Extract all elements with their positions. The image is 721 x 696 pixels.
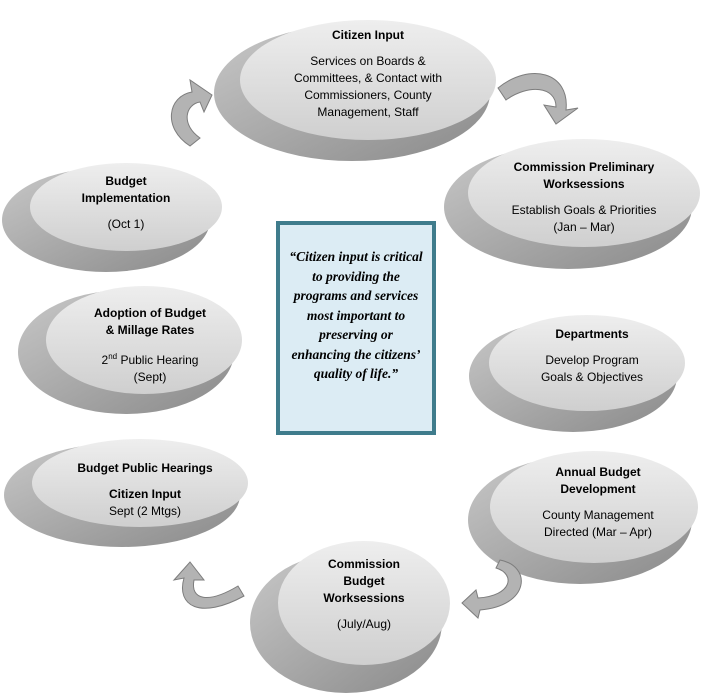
curved-arrow-icon (497, 73, 579, 125)
node-line: Develop Program (545, 353, 639, 367)
node-departments: Departments Develop Program Goals & Obje… (507, 326, 677, 386)
node-line: Goals & Objectives (540, 370, 644, 384)
node-title: Worksessions (323, 591, 405, 605)
node-line: 2nd Public Hearing (60, 348, 240, 369)
node-title: Budget Public Hearings (77, 461, 213, 475)
node-line: (Sept) (133, 370, 167, 384)
ellipse-departments (469, 315, 685, 432)
node-line: County Management (542, 508, 654, 522)
quote-box: “Citizen input is critical to providing … (276, 221, 436, 435)
node-title: Adoption of Budget (94, 306, 206, 320)
quote-line: quality of life.” (313, 366, 399, 381)
node-line: (Oct 1) (107, 217, 145, 231)
node-title: Annual Budget (555, 465, 641, 479)
curved-arrow-icon (171, 78, 213, 147)
node-line: Commissioners, County (304, 88, 432, 102)
node-commission-budget: Commission Budget Worksessions (July/Aug… (294, 556, 434, 633)
ellipse-commission-preliminary (444, 139, 700, 269)
node-title: Departments (555, 327, 629, 341)
hearing-ordinal: 2 (101, 353, 109, 367)
node-adoption: Adoption of Budget & Millage Rates 2nd P… (60, 305, 240, 386)
quote-line: to providing the (312, 268, 400, 284)
node-line: Services on Boards & (310, 54, 426, 68)
node-title: Budget (105, 174, 147, 188)
node-title: Commission (327, 557, 400, 571)
node-subtitle: Citizen Input (109, 487, 181, 501)
node-line: Directed (Mar – Apr) (543, 525, 653, 539)
hearing-ordinal-suffix: nd (108, 352, 118, 361)
quote-text: “Citizen input is critical to providing … (286, 247, 426, 384)
node-title: Development (560, 482, 636, 496)
ellipse-annual-budget (468, 451, 698, 584)
node-commission-preliminary: Commission Preliminary Worksessions Esta… (484, 159, 684, 236)
quote-line: most important to (306, 307, 406, 323)
node-citizen-input: Citizen Input Services on Boards & Commi… (258, 27, 478, 121)
node-title: Budget (343, 574, 385, 588)
ellipse-adoption (18, 286, 242, 414)
curved-arrow-icon (172, 561, 245, 609)
node-line: (Jan – Mar) (553, 220, 615, 234)
ellipse-implementation (2, 163, 222, 272)
node-annual-budget: Annual Budget Development County Managem… (503, 464, 693, 541)
ellipse-commission-budget (250, 541, 450, 693)
node-title: & Millage Rates (105, 323, 195, 337)
node-title: Implementation (81, 191, 171, 205)
quote-line: programs and services (293, 288, 419, 303)
ellipse-citizen-input (214, 20, 496, 161)
curved-arrow-icon (461, 559, 522, 619)
node-line: Committees, & Contact with (293, 71, 443, 85)
node-line: Management, Staff (317, 105, 419, 119)
node-implementation: Budget Implementation (Oct 1) (56, 173, 196, 233)
node-line: Sept (2 Mtgs) (108, 504, 182, 518)
node-line: (July/Aug) (336, 617, 392, 631)
node-title: Worksessions (543, 177, 625, 191)
ellipse-public-hearings (4, 439, 248, 547)
quote-line: “Citizen input is critical (289, 249, 423, 264)
node-title: Commission Preliminary (513, 160, 655, 174)
quote-line: enhancing the citizens’ (291, 346, 421, 362)
node-title: Citizen Input (332, 28, 404, 42)
node-public-hearings: Budget Public Hearings Citizen Input Sep… (50, 460, 240, 520)
node-line: Establish Goals & Priorities (511, 203, 657, 217)
quote-line: preserving or (319, 327, 393, 342)
hearing-label: Public Hearing (117, 353, 199, 367)
